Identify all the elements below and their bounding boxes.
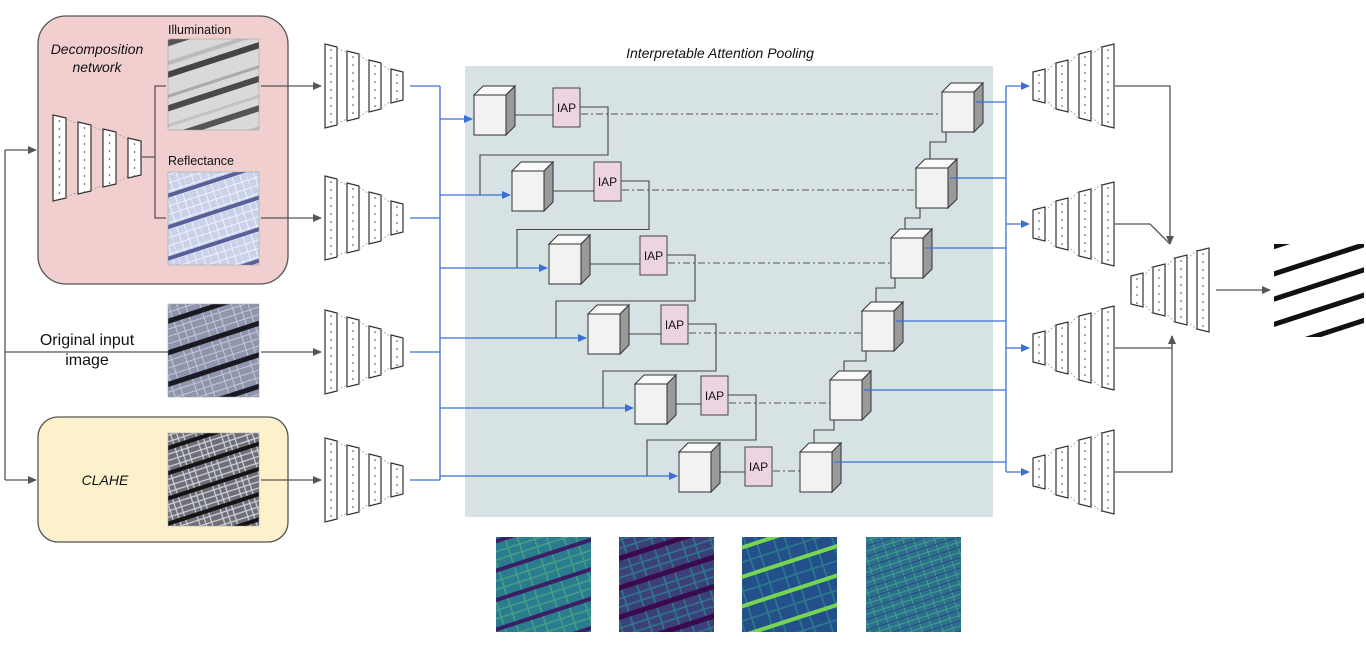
decoder-block-icon-4 <box>1032 429 1115 515</box>
iap-label-5: IAP <box>705 389 724 403</box>
segmentation-mask-icon <box>1274 244 1364 337</box>
iap-block-3: IAP <box>639 235 668 276</box>
pooling-level-6: IAP <box>677 420 843 494</box>
encoder-block-icon-3 <box>324 309 404 395</box>
iap-label-1: IAP <box>557 101 576 115</box>
pooling-level-1: IAP <box>472 81 985 195</box>
attention-heatmap-1 <box>496 537 591 632</box>
feature-cube-left-2 <box>510 160 555 213</box>
feature-cube-right-3 <box>889 227 934 280</box>
feature-cube-left-6 <box>677 441 722 494</box>
original-input-label-line1: Original input <box>40 332 135 349</box>
decoder4-to-fusion-line <box>1115 336 1173 473</box>
feature-cube-right-6 <box>798 441 843 494</box>
feature-cube-left-4 <box>586 303 631 356</box>
feature-cube-right-5 <box>828 369 873 422</box>
illumination-image <box>167 38 260 131</box>
iap-block-5: IAP <box>700 375 729 416</box>
attention-heatmap-3 <box>742 537 837 632</box>
original-input-label-line2: image <box>65 352 109 369</box>
pooling-level-2: IAP <box>510 132 959 268</box>
fusion-block-icon <box>1130 247 1210 333</box>
feature-cube-right-2 <box>914 157 959 210</box>
iap-label-2: IAP <box>598 175 617 189</box>
decomposition-split-connector <box>142 85 166 219</box>
iap-block-2: IAP <box>593 161 622 202</box>
feature-cube-right-1 <box>940 81 985 134</box>
feature-cube-right-4 <box>860 300 905 353</box>
pooling-levels: IAP IAP IAP IAP IAP IAP <box>472 81 985 494</box>
iap-block-6: IAP <box>744 446 773 487</box>
pooling-level-3: IAP <box>547 208 934 338</box>
fusion-block <box>1130 247 1210 333</box>
iap-block-1: IAP <box>552 87 581 128</box>
pooling-to-decoder-connectors <box>834 82 1030 476</box>
iap-label-3: IAP <box>644 249 663 263</box>
clahe-label: CLAHE <box>82 472 129 488</box>
pooling-level-4: IAP <box>586 278 905 408</box>
decomposition-title-line2: network <box>72 59 122 75</box>
original-input-image <box>167 303 260 398</box>
attention-heatmap-2 <box>619 537 714 632</box>
decoder-stack <box>1032 43 1115 515</box>
feature-cube-left-5 <box>633 373 678 426</box>
decomposition-title-line1: Decomposition <box>51 41 144 57</box>
reflectance-label: Reflectance <box>168 154 234 168</box>
decoder-block-icon-2 <box>1032 181 1115 267</box>
iap-block-4: IAP <box>660 304 689 345</box>
reflectance-image <box>167 171 260 266</box>
decomposition-net-icon <box>52 114 142 202</box>
attention-pooling-title: Interpretable Attention Pooling <box>626 45 814 61</box>
decoder-block-icon-1 <box>1032 43 1115 129</box>
attention-pooling-panel <box>465 66 993 517</box>
encoder-block-icon-1 <box>324 43 404 129</box>
encoder-to-pooling-connectors <box>410 85 678 481</box>
encoder-block-icon-4 <box>324 437 404 523</box>
decoder3-to-fusion-arrow <box>1115 335 1176 349</box>
iap-label-4: IAP <box>665 318 684 332</box>
pooling-level-5: IAP <box>633 351 873 476</box>
encoder-stack <box>324 43 404 523</box>
decoder-block-icon-3 <box>1032 305 1115 391</box>
feature-cube-left-1 <box>472 84 517 137</box>
illumination-label: Illumination <box>168 23 231 37</box>
feature-cube-left-3 <box>547 233 592 286</box>
decomposition-encoder-icon <box>52 114 142 202</box>
attention-heatmap-4 <box>866 537 961 632</box>
clahe-image <box>167 432 260 527</box>
input-distribution-line <box>4 150 168 480</box>
encoder-block-icon-2 <box>324 175 404 261</box>
decoder2-to-fusion-line <box>1115 223 1171 245</box>
decoder1-to-fusion-arrow <box>1115 85 1174 245</box>
iap-label-6: IAP <box>749 460 768 474</box>
